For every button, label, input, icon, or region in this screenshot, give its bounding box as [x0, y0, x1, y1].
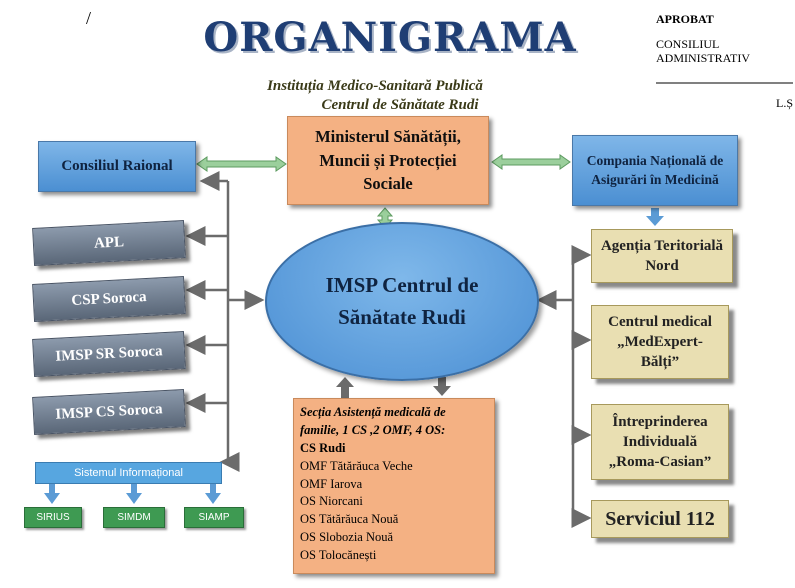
node-apl: APL — [32, 220, 186, 266]
section-item: OMF Iarova — [300, 476, 363, 491]
node-simdm: SIMDM — [103, 507, 165, 528]
section-heading: Secția Asistență medicală de familie, 1 … — [300, 405, 446, 437]
node-intreprinderea: Întreprinderea Individuală „Roma-Casian” — [591, 404, 729, 480]
left-connector-bus — [185, 171, 265, 472]
node-sectia-asistenta: Secția Asistență medicală de familie, 1 … — [293, 398, 495, 574]
approval-ls: L.Ș — [776, 96, 794, 110]
node-compania: Compania Națională de Asigurări în Medic… — [572, 135, 738, 206]
approval-administrativ: ADMINISTRATIV — [656, 51, 750, 65]
imsp-center-label: IMSP Centrul de Sănătate Rudi — [325, 273, 479, 329]
node-centrul-medical: Centrul medical „MedExpert-Bălți” — [591, 305, 729, 379]
double-arrow-consiliul-ministerul — [196, 156, 287, 172]
node-imsp-center: IMSP Centrul de Sănătate Rudi — [265, 222, 539, 381]
arrow-imsp-down — [433, 377, 451, 396]
node-sirius: SIRIUS — [24, 507, 82, 528]
subtitle-center: Centrul de Sănătate Rudi — [321, 97, 479, 113]
section-item: OS Niorcani — [300, 494, 363, 509]
node-ministerul: Ministerul Sănătății, Muncii și Protecți… — [287, 116, 489, 205]
node-imsp-sr-soroca: IMSP SR Soroca — [32, 331, 186, 377]
right-connector-bus — [536, 245, 592, 528]
arrow-sis-simdm — [126, 484, 142, 504]
node-sistemul-informational: Sistemul Informațional — [35, 462, 222, 484]
node-serviciul-112: Serviciul 112 — [591, 500, 729, 538]
node-siamp: SIAMP — [184, 507, 244, 528]
arrow-compania-agentia — [646, 208, 664, 226]
slash-mark: / — [86, 8, 92, 28]
section-item: OS Slobozia Nouă — [300, 530, 394, 545]
arrow-section-up — [336, 377, 354, 398]
page-title: ORGANIGRAMA — [203, 14, 577, 61]
approval-consiliul: CONSILIUL — [656, 37, 720, 51]
section-item: OS Tătărăuca Nouă — [300, 512, 399, 527]
double-arrow-ministerul-compania — [491, 154, 571, 170]
section-cs: CS Rudi — [300, 440, 346, 455]
approval-aprobat: APROBAT — [656, 12, 714, 26]
arrow-sis-sirius — [44, 484, 60, 504]
node-imsp-cs-soroca: IMSP CS Soroca — [32, 389, 186, 435]
subtitle-institution: Instituția Medico-Sanitară Publică — [267, 78, 483, 94]
arrow-sis-siamp — [205, 484, 221, 504]
node-consiliul-raional: Consiliul Raional — [38, 141, 196, 192]
node-agentia: Agenția Teritorială Nord — [591, 229, 733, 283]
section-item: OS Tolocănești — [300, 548, 377, 562]
node-csp-soroca: CSP Soroca — [32, 276, 186, 322]
section-item: OMF Tătărăuca Veche — [300, 458, 413, 473]
